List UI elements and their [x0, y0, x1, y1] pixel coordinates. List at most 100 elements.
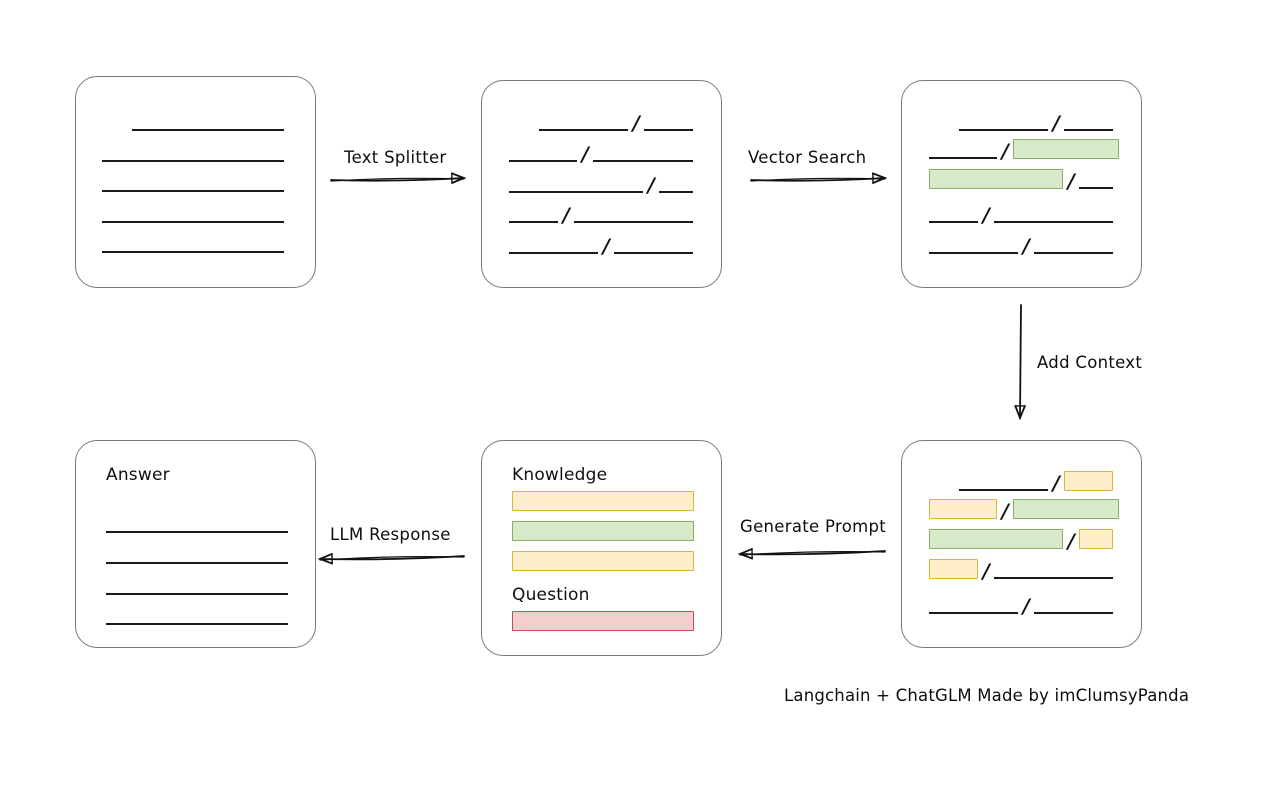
edge-text-splitter-arrow	[330, 172, 467, 184]
document-line	[76, 546, 315, 564]
yellow-chunk	[512, 551, 694, 571]
document-line	[482, 611, 721, 631]
chunk-separator: /	[647, 173, 655, 197]
vector-matched-document-node: / / / / /	[901, 80, 1142, 288]
edge-vector-search-arrow	[750, 172, 888, 184]
text-line-segment	[509, 236, 598, 254]
text-line-segment	[1079, 171, 1113, 189]
chunk-separator: /	[1022, 594, 1030, 618]
text-line-segment	[929, 205, 978, 223]
line-indent	[76, 174, 102, 192]
chunk-separator: /	[1067, 529, 1075, 553]
chunk-separator: /	[1067, 169, 1075, 193]
line-indent	[76, 205, 102, 223]
text-line-segment	[929, 236, 1018, 254]
red-chunk	[512, 611, 694, 631]
raw-document-node-body	[76, 77, 315, 287]
document-line: /	[482, 236, 721, 256]
answer-heading: Answer	[106, 465, 170, 485]
line-indent	[76, 607, 106, 625]
footer-caption: Langchain + ChatGLM Made by imClumsyPand…	[784, 686, 1190, 705]
chunk-separator: /	[1052, 111, 1060, 135]
green-chunk	[512, 521, 694, 541]
question-heading: Question	[512, 585, 590, 605]
yellow-chunk	[1064, 471, 1113, 491]
chunk-separator: /	[1001, 139, 1009, 163]
document-line: /	[902, 205, 1141, 225]
raw-document-node	[75, 76, 316, 288]
document-line: /	[902, 471, 1141, 495]
document-line: /	[902, 169, 1141, 193]
line-indent	[482, 553, 512, 571]
text-line-segment	[614, 236, 693, 254]
document-line	[482, 491, 721, 511]
document-line	[76, 205, 315, 223]
text-line-segment	[593, 144, 693, 162]
text-line-segment	[644, 113, 693, 131]
text-line-segment	[106, 515, 288, 533]
line-indent	[482, 144, 509, 162]
line-indent	[482, 613, 512, 631]
text-line-segment	[994, 561, 1113, 579]
document-line	[76, 607, 315, 625]
text-line-segment	[929, 141, 997, 159]
text-line-segment	[659, 175, 693, 193]
edge-generate-prompt-label: Generate Prompt	[740, 517, 886, 536]
chunk-separator: /	[1022, 234, 1030, 258]
line-indent	[902, 473, 959, 491]
line-indent	[902, 205, 929, 223]
text-line-segment	[959, 473, 1048, 491]
edge-add-context-label: Add Context	[1037, 353, 1143, 372]
green-chunk	[1013, 499, 1119, 519]
text-line-segment	[106, 577, 288, 595]
text-line-segment	[106, 546, 288, 564]
document-line: /	[902, 139, 1141, 163]
text-line-segment	[132, 113, 284, 131]
vector-matched-document-node-body: / / / / /	[902, 81, 1141, 287]
text-line-segment	[102, 144, 284, 162]
line-indent	[76, 113, 132, 131]
yellow-chunk	[512, 491, 694, 511]
knowledge-heading: Knowledge	[512, 465, 608, 485]
document-line: /	[902, 111, 1141, 135]
text-line-segment	[574, 205, 693, 223]
edge-text-splitter-label: Text Splitter	[344, 148, 447, 167]
text-line-segment	[509, 175, 643, 193]
document-line	[76, 113, 315, 131]
text-line-segment	[994, 205, 1113, 223]
document-line	[76, 144, 315, 162]
document-line: /	[482, 205, 721, 225]
line-indent	[482, 236, 509, 254]
green-chunk	[929, 169, 1063, 189]
answer-node: Answer	[75, 440, 316, 648]
document-line: /	[482, 142, 721, 166]
document-line: /	[482, 173, 721, 197]
chunk-separator: /	[1052, 471, 1060, 495]
green-chunk	[929, 529, 1063, 549]
document-line	[76, 235, 315, 253]
document-line: /	[902, 559, 1141, 581]
line-indent	[76, 515, 106, 533]
split-document-node: / / / / /	[481, 80, 722, 288]
document-line	[482, 551, 721, 571]
line-indent	[902, 531, 929, 549]
text-line-segment	[539, 113, 628, 131]
chunk-separator: /	[1001, 499, 1009, 523]
chunk-separator: /	[581, 142, 589, 166]
yellow-chunk	[1079, 529, 1113, 549]
line-indent	[902, 596, 929, 614]
text-line-segment	[959, 113, 1048, 131]
document-line	[76, 577, 315, 595]
chunk-separator: /	[632, 111, 640, 135]
text-line-segment	[929, 596, 1018, 614]
yellow-chunk	[929, 499, 997, 519]
text-line-segment	[102, 205, 284, 223]
line-indent	[902, 236, 929, 254]
line-indent	[76, 546, 106, 564]
line-indent	[482, 523, 512, 541]
text-line-segment	[1034, 596, 1113, 614]
line-indent	[482, 175, 509, 193]
